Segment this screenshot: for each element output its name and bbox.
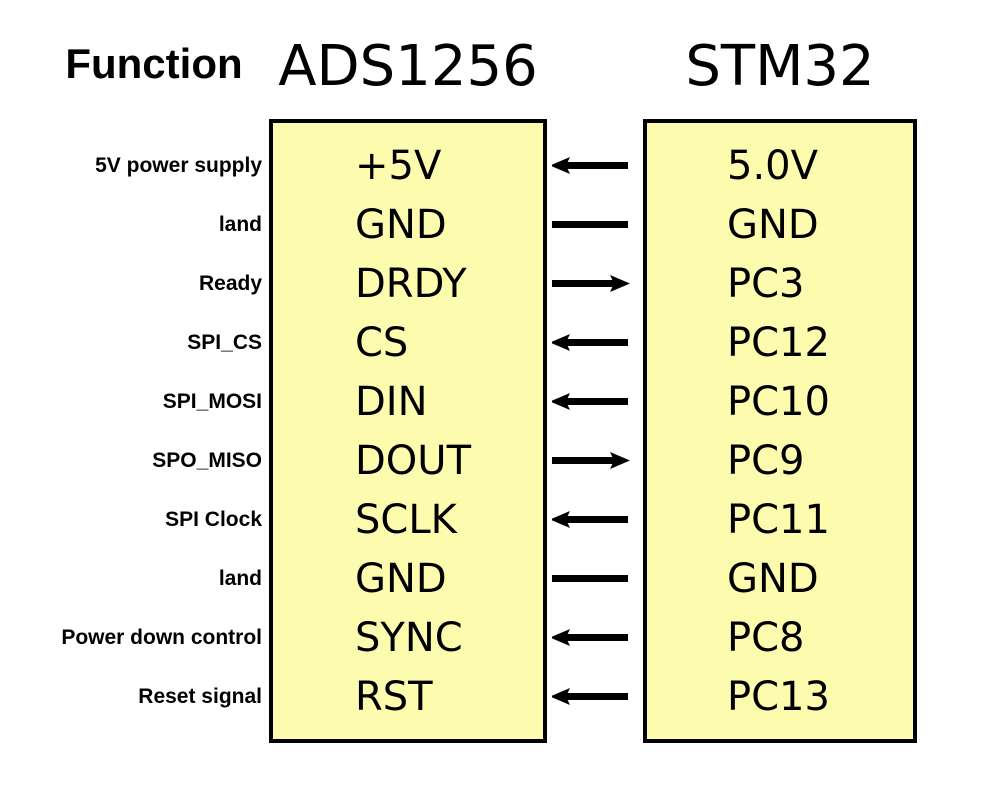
stm32-pin-label: PC9 xyxy=(727,437,805,484)
function-label: land xyxy=(218,212,262,236)
arrow-left-icon xyxy=(552,490,640,549)
pin-row: Reset signal RST PC13 xyxy=(0,667,1000,726)
pin-row: SPI_CS CS PC12 xyxy=(0,313,1000,372)
ads1256-pin-label: DRDY xyxy=(355,260,467,307)
pin-row: Ready DRDY PC3 xyxy=(0,254,1000,313)
arrow-left-icon xyxy=(552,313,640,372)
ads1256-pin-label: SCLK xyxy=(355,496,457,543)
function-label: Power down control xyxy=(61,625,262,649)
ads1256-pin-label: RST xyxy=(355,673,433,720)
stm32-pin-label: 5.0V xyxy=(727,142,818,189)
pin-row: Power down control SYNC PC8 xyxy=(0,608,1000,667)
stm32-pin-label: PC3 xyxy=(727,260,805,307)
arrow-right-icon xyxy=(552,254,640,313)
stm32-pin-label: GND xyxy=(727,201,819,248)
connection-line-icon xyxy=(552,549,640,608)
stm32-pin-label: GND xyxy=(727,555,819,602)
ads1256-pin-label: GND xyxy=(355,201,447,248)
function-label: SPI_MOSI xyxy=(162,389,262,413)
connection-line-icon xyxy=(552,195,640,254)
arrow-right-icon xyxy=(552,431,640,490)
stm32-pin-label: PC11 xyxy=(727,496,830,543)
function-label: Ready xyxy=(198,271,262,295)
stm32-pin-label: PC12 xyxy=(727,319,830,366)
ads1256-pin-label: CS xyxy=(355,319,409,366)
column-header-stm32: STM32 xyxy=(685,34,875,99)
arrow-left-icon xyxy=(552,608,640,667)
stm32-pin-label: PC10 xyxy=(727,378,830,425)
pin-row: SPO_MISO DOUT PC9 xyxy=(0,431,1000,490)
arrow-left-icon xyxy=(552,136,640,195)
column-header-function: Function xyxy=(65,40,243,87)
function-label: 5V power supply xyxy=(95,153,262,177)
stm32-pin-label: PC13 xyxy=(727,673,830,720)
pin-row: SPI_MOSI DIN PC10 xyxy=(0,372,1000,431)
stm32-pin-label: PC8 xyxy=(727,614,805,661)
function-label: Reset signal xyxy=(138,684,262,708)
ads1256-chip-box xyxy=(269,119,547,743)
ads1256-pin-label: GND xyxy=(355,555,447,602)
function-label: SPI_CS xyxy=(187,330,262,354)
pin-row: land GND GND xyxy=(0,195,1000,254)
function-label: SPI Clock xyxy=(165,507,262,531)
ads1256-pin-label: SYNC xyxy=(355,614,463,661)
ads1256-pin-label: DOUT xyxy=(355,437,471,484)
ads1256-pin-label: +5V xyxy=(355,142,442,189)
ads1256-pin-label: DIN xyxy=(355,378,428,425)
pin-row: 5V power supply +5V 5.0V xyxy=(0,136,1000,195)
pin-row: SPI Clock SCLK PC11 xyxy=(0,490,1000,549)
function-label: land xyxy=(218,566,262,590)
column-header-ads1256: ADS1256 xyxy=(278,34,538,99)
function-label: SPO_MISO xyxy=(152,448,262,472)
arrow-left-icon xyxy=(552,667,640,726)
stm32-chip-box xyxy=(643,119,917,743)
arrow-left-icon xyxy=(552,372,640,431)
pin-row: land GND GND xyxy=(0,549,1000,608)
